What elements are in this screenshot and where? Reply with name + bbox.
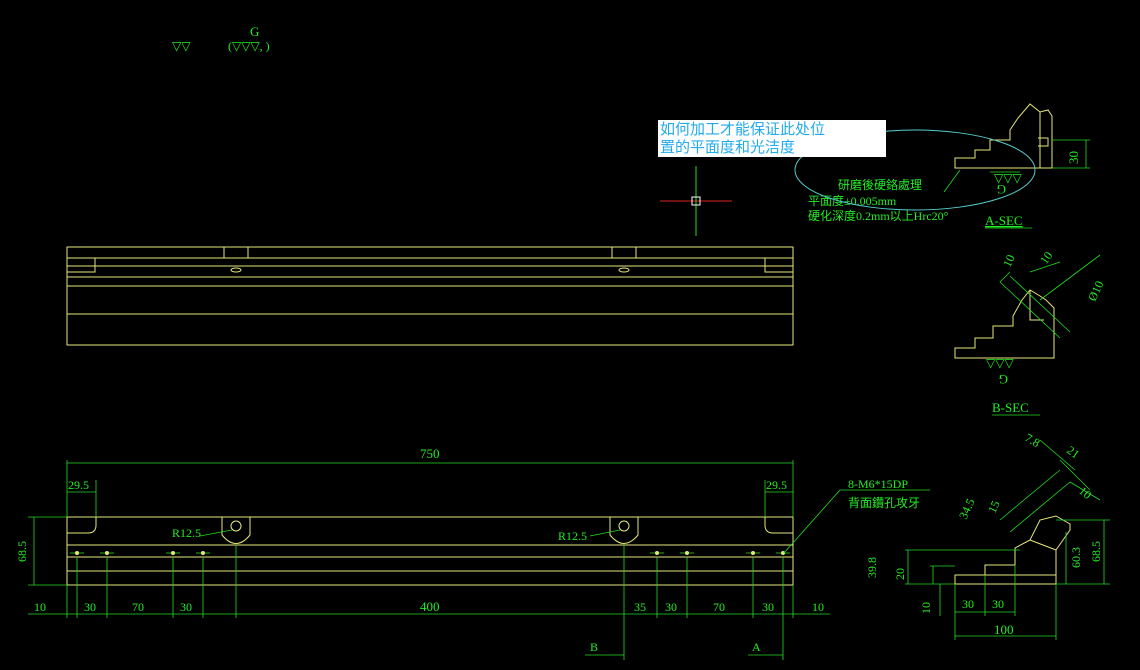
side-dim-100: 100 bbox=[994, 622, 1014, 637]
bottom-dim-7: 70 bbox=[713, 600, 725, 614]
hole-marks bbox=[70, 551, 790, 555]
side-dim-30b: 30 bbox=[992, 597, 1004, 611]
dim-29-5-right: 29.5 bbox=[766, 478, 787, 492]
b-sec-roughness: ▽▽▽ bbox=[986, 356, 1014, 370]
side-dim-60-3: 60.3 bbox=[1069, 547, 1083, 568]
note-line-2: 置的平面度和光洁度 bbox=[660, 138, 796, 156]
b-sec-g-mark: G bbox=[999, 372, 1008, 387]
bottom-dim-5: 35 bbox=[634, 600, 646, 614]
a-section: 30 ▽▽▽ G 研磨後硬鉻處理 平面度±0.005mm 硬化深度0.2mm以上… bbox=[794, 103, 1090, 229]
dim-750: 750 bbox=[420, 446, 440, 461]
section-a-marker: A bbox=[752, 640, 761, 654]
side-dim-39-8: 39.8 bbox=[865, 557, 879, 578]
bottom-dim-8: 30 bbox=[762, 600, 774, 614]
dim-68-5-front: 68.5 bbox=[15, 541, 29, 562]
note-line-1: 如何加工才能保证此处位 bbox=[660, 120, 826, 138]
hole-note-1: 8-M6*15DP bbox=[848, 477, 908, 491]
bottom-dim-6: 30 bbox=[665, 600, 677, 614]
cursor-crosshair-icon bbox=[660, 166, 732, 236]
b-section: 10 10 Ø10 ▽▽▽ G B-SEC bbox=[954, 249, 1106, 416]
bottom-dim-9: 10 bbox=[812, 600, 824, 614]
b-sec-dim-10b: 10 bbox=[1037, 249, 1055, 267]
radius-right: R12.5 bbox=[558, 529, 587, 543]
a-sec-dim-30: 30 bbox=[1066, 151, 1081, 164]
a-sec-g-mark: G bbox=[997, 182, 1006, 197]
front-view bbox=[66, 516, 794, 586]
side-dim-15: 15 bbox=[985, 498, 1003, 515]
b-sec-dim-10a: 10 bbox=[1000, 252, 1018, 269]
hole-note-2: 背面鑽孔攻牙 bbox=[848, 495, 920, 510]
side-section: 7.8 21 10 34.5 15 39.8 20 60.3 68.5 10 3… bbox=[865, 430, 1110, 640]
question-note-box: 如何加工才能保证此处位 置的平面度和光洁度 bbox=[658, 120, 886, 157]
side-dim-20: 20 bbox=[893, 568, 907, 580]
bottom-dim-4: 400 bbox=[420, 599, 440, 614]
roughness-symbol-2: (▽▽▽, ) bbox=[228, 39, 270, 53]
top-view bbox=[66, 246, 794, 346]
bottom-dim-1: 30 bbox=[84, 600, 96, 614]
roughness-symbol-1: ▽▽ bbox=[172, 39, 191, 53]
a-sec-annot-1: 研磨後硬鉻處理 bbox=[838, 177, 922, 192]
a-sec-title: A-SEC bbox=[985, 213, 1023, 228]
b-sec-dim-phi10: Ø10 bbox=[1085, 279, 1106, 304]
a-sec-annot-2: 平面度±0.005mm bbox=[808, 193, 897, 208]
side-dim-68-5: 68.5 bbox=[1089, 541, 1103, 562]
bottom-dim-0: 10 bbox=[34, 600, 46, 614]
side-dim-21: 21 bbox=[1064, 443, 1082, 461]
highlight-ellipse bbox=[794, 129, 1036, 211]
a-sec-annot-3: 硬化深度0.2mm以上Hrc20° bbox=[808, 208, 949, 223]
b-sec-title: B-SEC bbox=[992, 400, 1029, 415]
side-dim-30a: 30 bbox=[962, 597, 974, 611]
radius-left: R12.5 bbox=[172, 526, 201, 540]
bottom-dim-2: 70 bbox=[132, 600, 144, 614]
side-dim-10-vertical: 10 bbox=[919, 602, 933, 614]
side-dim-34-5: 34.5 bbox=[956, 496, 978, 521]
front-dimensions: 750 29.5 29.5 68.5 R12.5 R12.5 8-M6*15DP… bbox=[15, 446, 930, 660]
dim-29-5-left: 29.5 bbox=[68, 478, 89, 492]
bottom-dim-3: 30 bbox=[180, 600, 192, 614]
side-dim-7-8: 7.8 bbox=[1023, 430, 1043, 450]
section-b-marker: B bbox=[590, 640, 598, 654]
g-symbol-label: G bbox=[250, 24, 259, 39]
side-dim-10: 10 bbox=[1076, 484, 1094, 502]
a-sec-roughness: ▽▽▽ bbox=[994, 171, 1022, 185]
